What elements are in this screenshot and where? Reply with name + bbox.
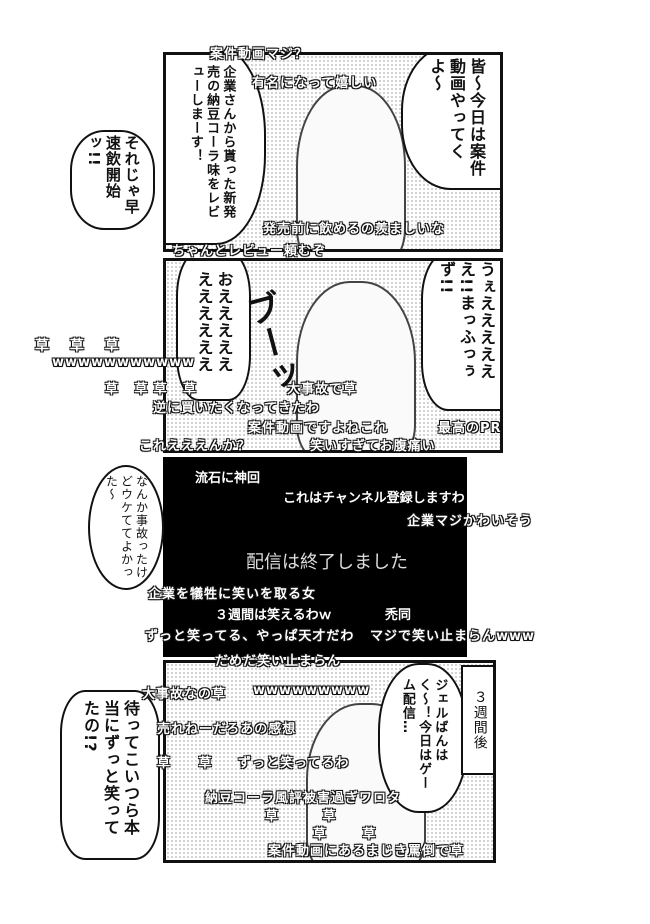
panel-1: 企業さんから貰った新発売の納豆コーラ味をレビューしまーす！ 皆〜今日は案件動画や… [163, 52, 503, 252]
comment: 逆に買いたくなってきたわ [153, 401, 320, 416]
comment: wwwwwwwww [253, 683, 371, 698]
panel-3-stream-ended: 配信は終了しました [163, 457, 467, 657]
speech-bubble-left: おえええええええええええ [176, 261, 251, 401]
panel-4: ジェルばんはく〜！今日はゲーム配信… ３週間後 [163, 660, 496, 863]
stream-ended-message: 配信は終了しました [246, 552, 408, 573]
shout-bubble-outside: それじゃ早速飲開始ッ!! [70, 130, 155, 230]
comment: ずっと笑ってる、やっぱ天才だわ [145, 629, 355, 644]
comment: 草 草草 草 [105, 382, 203, 397]
speech-text: ジェルばんはく〜！今日はゲーム配信… [399, 678, 448, 790]
comment: これえええんか？ [139, 439, 252, 454]
comment: 大事故で草 [287, 382, 358, 397]
character-figure [296, 281, 416, 450]
comment: マジで笑い止まらんwww [370, 629, 536, 644]
comment: 草 草 [313, 827, 392, 842]
comment: 草 草 [265, 809, 356, 824]
speech-text: おえええええええええええ [194, 271, 234, 373]
comment: 禿同 [385, 608, 412, 623]
comment: 草 草 草 [35, 338, 127, 354]
comment: だめだ笑い止まらん [215, 654, 342, 669]
speech-text: うぇええええええ!!まっふっぅず!! [437, 261, 496, 380]
comment: ３週間は笑えるわｗ [215, 608, 332, 623]
comment: ずっと笑ってるわ [238, 756, 350, 771]
comment: 有名になって嬉しい [252, 76, 378, 91]
comment: これはチャンネル登録しますわ [283, 491, 465, 506]
speech-bubble-left: 企業さんから貰った新発売の納豆コーラ味をレビューしまーす！ [166, 55, 266, 245]
comment: ちゃんとレビュー頼むぞ [172, 244, 327, 259]
caption-text: ３週間後 [471, 690, 488, 750]
comment: 案件動画マジ？ [210, 47, 309, 62]
shout-text: 待ってこいつら本当にずっと笑ってたの!? [81, 700, 140, 836]
time-caption: ３週間後 [461, 665, 493, 775]
shout-bubble-outside: 待ってこいつら本当にずっと笑ってたの!? [60, 690, 160, 860]
comment: 企業マジかわいそう [407, 514, 534, 529]
comment: 納豆コーラ風評被害過ぎワロタ [205, 791, 402, 806]
comment: 最高のPR [438, 421, 502, 436]
speech-bubble-right: 皆〜今日は案件動画やってくよ〜 [401, 55, 500, 190]
comment: 発売前に飲めるの羨ましいな [263, 222, 446, 237]
speech-text: 企業さんから貰った新発売の納豆コーラ味をレビューしまーす！ [187, 65, 236, 219]
panel-2: おえええええええええええ うぇええええええ!!まっふっぅず!! ブーッ [163, 258, 503, 453]
comment: 大事故なの草 [142, 687, 227, 702]
character-figure [296, 85, 406, 249]
speech-text: 皆〜今日は案件動画やってくよ〜 [427, 57, 486, 177]
thought-text: なんか事故ったけどウケててよかった〜 [104, 475, 149, 579]
comment: 草 草 [157, 756, 224, 771]
thought-bubble: なんか事故ったけどウケててよかった〜 [88, 465, 164, 590]
comment: wwwwwwwwwww [52, 355, 196, 370]
comment: 流石に神回 [195, 471, 261, 486]
shout-text: それじゃ早速飲開始ッ!! [85, 135, 141, 215]
comment: 売れねーだろあの感想 [157, 722, 297, 737]
comment: 案件動画ですよねこれ [248, 421, 389, 436]
comment: 笑いすぎてお腹痛い [310, 439, 436, 454]
speech-bubble-right: うぇええええええ!!まっふっぅず!! [421, 261, 500, 411]
comment: 案件動画にあるまじき罵倒で草 [268, 844, 465, 859]
comment: 企業を犠牲に笑いを取る女 [148, 587, 317, 602]
